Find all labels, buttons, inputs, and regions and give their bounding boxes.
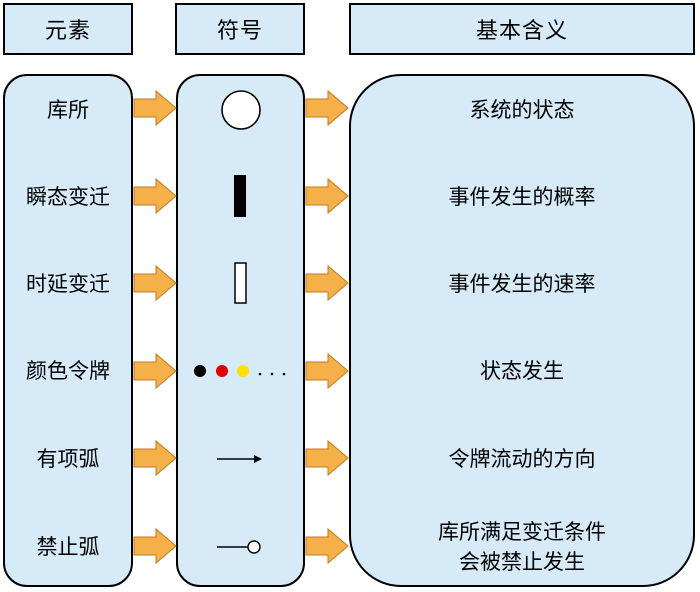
elements-panel: 库所 瞬态变迁 时延变迁 颜色令牌 有项弧 禁止弧 bbox=[3, 74, 133, 587]
flow-arrow-row6-to-meaning bbox=[305, 527, 349, 565]
meaning-text-line-2: 会被禁止发生 bbox=[459, 550, 585, 574]
element-label-timed-transition: 时延变迁 bbox=[26, 272, 110, 296]
element-label-instant-transition: 瞬态变迁 bbox=[26, 185, 110, 209]
element-label-place: 库所 bbox=[47, 98, 89, 122]
header-meaning: 基本含义 bbox=[349, 3, 695, 55]
symbols-panel bbox=[176, 74, 305, 587]
flow-arrow-row2-to-meaning bbox=[305, 177, 349, 215]
symbol-directed-arc bbox=[178, 433, 303, 485]
header-element: 元素 bbox=[3, 3, 133, 55]
flow-arrow-row3-to-meaning bbox=[305, 264, 349, 302]
element-label-colored-token: 颜色令牌 bbox=[26, 359, 110, 383]
symbol-instant-transition bbox=[178, 171, 303, 223]
flow-arrow-row4-to-symbol bbox=[133, 352, 177, 390]
flow-arrow-row2-to-symbol bbox=[133, 177, 177, 215]
meaning-inhibitor-arc: 库所满足变迁条件 会被禁止发生 bbox=[351, 516, 693, 578]
flow-arrow-row1-to-meaning bbox=[305, 89, 349, 127]
meaning-text: 事件发生的概率 bbox=[448, 185, 596, 209]
meaning-timed-transition: 事件发生的速率 bbox=[351, 258, 693, 310]
element-label-inhibitor-arc: 禁止弧 bbox=[36, 535, 100, 559]
symbol-timed-transition bbox=[178, 258, 303, 310]
inhibitor-arc-icon bbox=[216, 540, 261, 554]
meaning-text: 系统的状态 bbox=[469, 98, 575, 122]
header-symbol: 符号 bbox=[175, 3, 305, 55]
circle-icon bbox=[220, 90, 261, 130]
meaning-directed-arc: 令牌流动的方向 bbox=[351, 433, 693, 485]
meaning-instant-transition: 事件发生的概率 bbox=[351, 171, 693, 223]
flow-arrow-row4-to-meaning bbox=[305, 352, 349, 390]
flow-arrow-row3-to-symbol bbox=[133, 264, 177, 302]
flow-arrow-row1-to-symbol bbox=[133, 89, 177, 127]
flow-arrow-row6-to-symbol bbox=[133, 527, 177, 565]
flow-arrow-row5-to-meaning bbox=[305, 439, 349, 477]
filled-bar-icon bbox=[233, 175, 246, 217]
symbol-colored-tokens bbox=[178, 345, 303, 397]
element-label-directed-arc: 有项弧 bbox=[36, 447, 100, 471]
arrow-icon bbox=[216, 455, 262, 463]
symbol-inhibitor-arc bbox=[178, 521, 303, 573]
flow-arrow-row5-to-symbol bbox=[133, 439, 177, 477]
colored-tokens-icon bbox=[193, 365, 285, 377]
meaning-text: 令牌流动的方向 bbox=[448, 447, 596, 471]
meaning-place: 系统的状态 bbox=[351, 84, 693, 136]
symbol-place bbox=[178, 84, 303, 136]
hollow-bar-icon bbox=[233, 262, 247, 304]
meanings-panel: 系统的状态 事件发生的概率 事件发生的速率 状态发生 令牌流动的方向 库所满足变… bbox=[349, 74, 695, 587]
meaning-text: 事件发生的速率 bbox=[448, 272, 596, 296]
meaning-text: 状态发生 bbox=[480, 359, 564, 383]
meaning-colored-token: 状态发生 bbox=[351, 345, 693, 397]
meaning-text-line-1: 库所满足变迁条件 bbox=[438, 520, 606, 544]
